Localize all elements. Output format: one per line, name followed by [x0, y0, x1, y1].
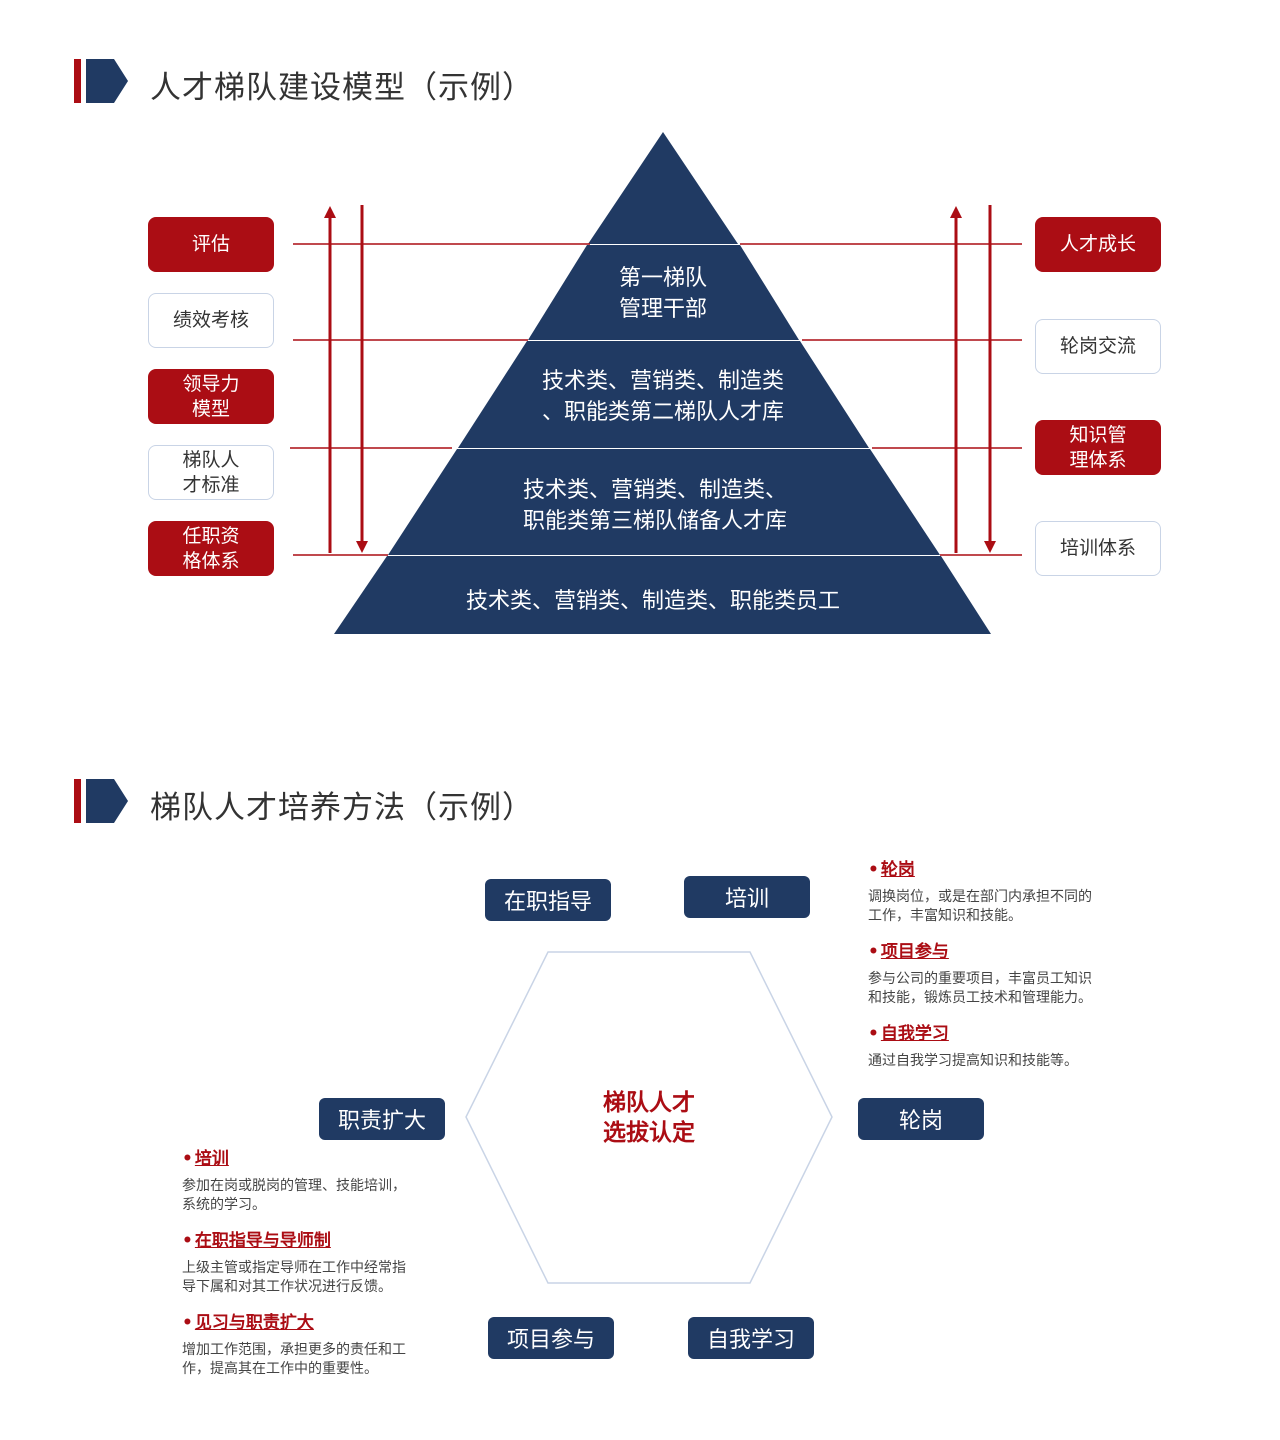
center-label: 梯队人才 选拔认定: [603, 1090, 695, 1146]
pyramid-level-2-text: 技术类、营销类、制造类 、职能类第二梯队人才库: [541, 369, 784, 425]
description-item: •项目参与 参与公司的重要项目，丰富员工知识 和技能，锻炼员工技术和管理能力。: [868, 940, 1130, 1008]
method-responsibility-expansion: 职责扩大: [319, 1098, 445, 1140]
left-box-performance: 绩效考核: [148, 293, 274, 348]
pyramid-level-4: [334, 556, 991, 634]
right-box-talent-growth: 人才成长: [1035, 217, 1161, 272]
method-on-job-guidance: 在职指导: [485, 879, 611, 921]
description-heading: •项目参与: [868, 942, 949, 962]
section2-title: 梯队人才培养方法（示例）: [150, 790, 534, 826]
right-box-rotation: 轮岗交流: [1035, 319, 1161, 374]
left-box-talent-standard: 梯队人 才标准: [148, 445, 274, 500]
pyramid-level-2: [458, 341, 869, 448]
description-heading: •轮岗: [868, 860, 915, 880]
pyramid-level-3-text: 技术类、营销类、制造类、 职能类第三梯队储备人才库: [522, 478, 787, 534]
left-box-evaluation: 评估: [148, 217, 274, 272]
description-heading: •自我学习: [868, 1024, 949, 1044]
description-text: 调换岗位，或是在部门内承担不同的 工作，丰富知识和技能。: [868, 889, 1092, 924]
description-item: •培训 参加在岗或脱岗的管理、技能培训， 系统的学习。: [182, 1147, 444, 1215]
left-box-leadership-model: 领导力 模型: [148, 369, 274, 424]
description-text: 增加工作范围，承担更多的责任和工 作，提高其在工作中的重要性。: [182, 1342, 406, 1377]
description-text: 参与公司的重要项目，丰富员工知识 和技能，锻炼员工技术和管理能力。: [868, 971, 1092, 1006]
left-description-list: •培训 参加在岗或脱岗的管理、技能培训， 系统的学习。 •在职指导与导师制 上级…: [182, 1147, 444, 1389]
description-text: 上级主管或指定导师在工作中经常指 导下属和对其工作状况进行反馈。: [182, 1260, 406, 1295]
pyramid-level-3: [388, 449, 940, 555]
description-item: •见习与职责扩大 增加工作范围，承担更多的责任和工 作，提高其在工作中的重要性。: [182, 1311, 444, 1379]
description-text: 参加在岗或脱岗的管理、技能培训， 系统的学习。: [182, 1178, 406, 1213]
talent-pyramid-diagram: [290, 132, 1022, 634]
pyramid-level-1-text: 第一梯队 管理干部: [618, 266, 707, 322]
description-item: •自我学习 通过自我学习提高知识和技能等。: [868, 1022, 1130, 1071]
description-heading: •见习与职责扩大: [182, 1313, 314, 1333]
method-project-participation: 项目参与: [488, 1317, 614, 1359]
method-rotation: 轮岗: [858, 1098, 984, 1140]
method-training: 培训: [684, 876, 810, 918]
description-heading: •培训: [182, 1149, 229, 1169]
right-description-list: •轮岗 调换岗位，或是在部门内承担不同的 工作，丰富知识和技能。 •项目参与 参…: [868, 858, 1130, 1081]
hexagon-outline: [465, 951, 833, 1284]
description-text: 通过自我学习提高知识和技能等。: [868, 1053, 1078, 1069]
left-box-qualification-system: 任职资 格体系: [148, 521, 274, 576]
method-self-learning: 自我学习: [688, 1317, 814, 1359]
section-title-marker-icon: [74, 59, 128, 103]
pyramid-tip: [588, 132, 738, 244]
section-title-marker-icon: [74, 779, 128, 823]
description-heading: •在职指导与导师制: [182, 1231, 331, 1251]
section1-title: 人才梯队建设模型（示例）: [150, 70, 534, 106]
pyramid-level-4-text: 技术类、营销类、制造类、职能类员工: [465, 589, 840, 614]
right-box-knowledge-management: 知识管 理体系: [1035, 420, 1161, 475]
description-item: •轮岗 调换岗位，或是在部门内承担不同的 工作，丰富知识和技能。: [868, 858, 1130, 926]
pyramid-level-1: [528, 245, 799, 340]
description-item: •在职指导与导师制 上级主管或指定导师在工作中经常指 导下属和对其工作状况进行反…: [182, 1229, 444, 1297]
right-box-training-system: 培训体系: [1035, 521, 1161, 576]
